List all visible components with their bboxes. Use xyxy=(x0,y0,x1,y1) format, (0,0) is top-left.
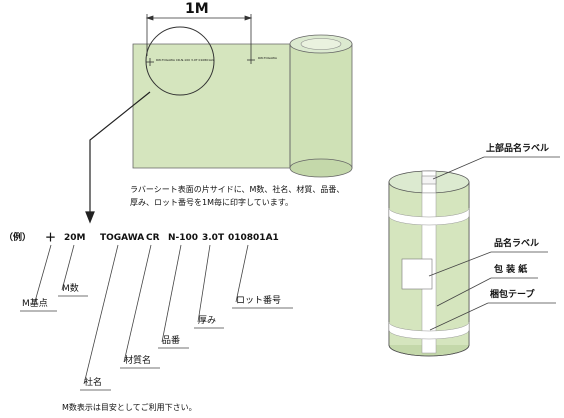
meter-base-plus-marks xyxy=(146,56,255,66)
pointer-arrow xyxy=(85,91,151,224)
label-meter-count: M数 xyxy=(62,284,79,294)
example-prefix: （例） xyxy=(4,233,32,243)
rubber-sheet-roll xyxy=(132,34,353,178)
wrapped-roll xyxy=(388,170,470,357)
code-meter: 20M xyxy=(64,233,86,243)
label-part-number: 品番 xyxy=(162,336,181,346)
label-product-name: 品名ラベル xyxy=(494,239,540,249)
package-label-underlines xyxy=(484,156,560,304)
description-line-1: ラバーシート表面の片サイドに、M数、社名、材質、品番、 xyxy=(130,185,345,194)
code-base-mark: ＋ xyxy=(45,231,56,244)
sheet-print-small: RW-TOGAWA CR-N-100 3.0T 010801A1 xyxy=(156,58,214,62)
label-lot-number: ロット番号 xyxy=(236,296,282,306)
magnify-circle xyxy=(145,26,215,96)
code-leader-lines xyxy=(33,244,249,385)
one-meter-label: 1M xyxy=(185,1,209,17)
label-material: 材質名 xyxy=(124,356,152,366)
meter-note: M数表示は目安としてご利用下さい。 xyxy=(62,403,197,412)
one-meter-dimension xyxy=(145,14,253,56)
code-part: N-100 xyxy=(168,233,199,243)
description-line-2: 厚み、ロット番号を1M毎に印字しています。 xyxy=(130,198,293,207)
label-packing-tape: 梱包テープ xyxy=(490,290,535,300)
package-leader-lines xyxy=(428,156,492,331)
code-company: TOGAWA xyxy=(100,233,145,243)
label-meter-base: M基点 xyxy=(22,299,48,309)
label-thickness: 厚み xyxy=(198,316,217,326)
code-material: CR xyxy=(146,233,160,243)
label-top-product-name: 上部品名ラベル xyxy=(486,144,550,154)
label-wrapping-paper: 包 装 紙 xyxy=(494,265,528,275)
code-thickness: 3.0T xyxy=(202,233,225,243)
code-lot: 010801A1 xyxy=(228,233,279,243)
label-company: 社名 xyxy=(84,378,103,388)
sheet-print-small-right: RW-TOGAWA xyxy=(258,56,277,60)
label-underlines xyxy=(20,295,293,391)
